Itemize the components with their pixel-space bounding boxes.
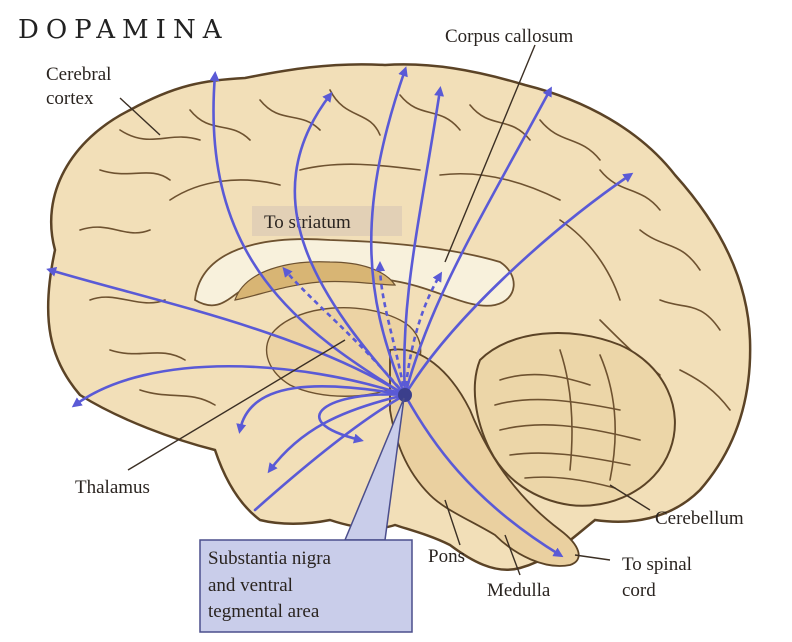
leader-spinal-cord	[575, 555, 610, 560]
corpus-callosum-label: Corpus callosum	[445, 26, 573, 47]
substantia-label-line2: and ventral	[208, 575, 293, 596]
to-striatum-label: To striatum	[264, 212, 351, 233]
substantia-label-line1: Substantia nigra	[208, 548, 332, 569]
pons-label: Pons	[428, 546, 465, 567]
spinal-cord-label-line2: cord	[622, 580, 656, 601]
spinal-cord-label-line1: To spinal	[622, 554, 692, 575]
cerebral-cortex-label-line1: Cerebral	[46, 64, 111, 85]
medulla-label: Medulla	[487, 580, 551, 601]
substantia-origin	[398, 388, 412, 402]
thalamus-label: Thalamus	[75, 477, 150, 498]
cerebellum-label: Cerebellum	[655, 508, 744, 529]
brain-outline	[48, 64, 750, 569]
substantia-label-line3: tegmental area	[208, 601, 320, 622]
cerebral-cortex-label-line2: cortex	[46, 88, 94, 109]
diagram-title: DOPAMINA	[18, 15, 228, 45]
